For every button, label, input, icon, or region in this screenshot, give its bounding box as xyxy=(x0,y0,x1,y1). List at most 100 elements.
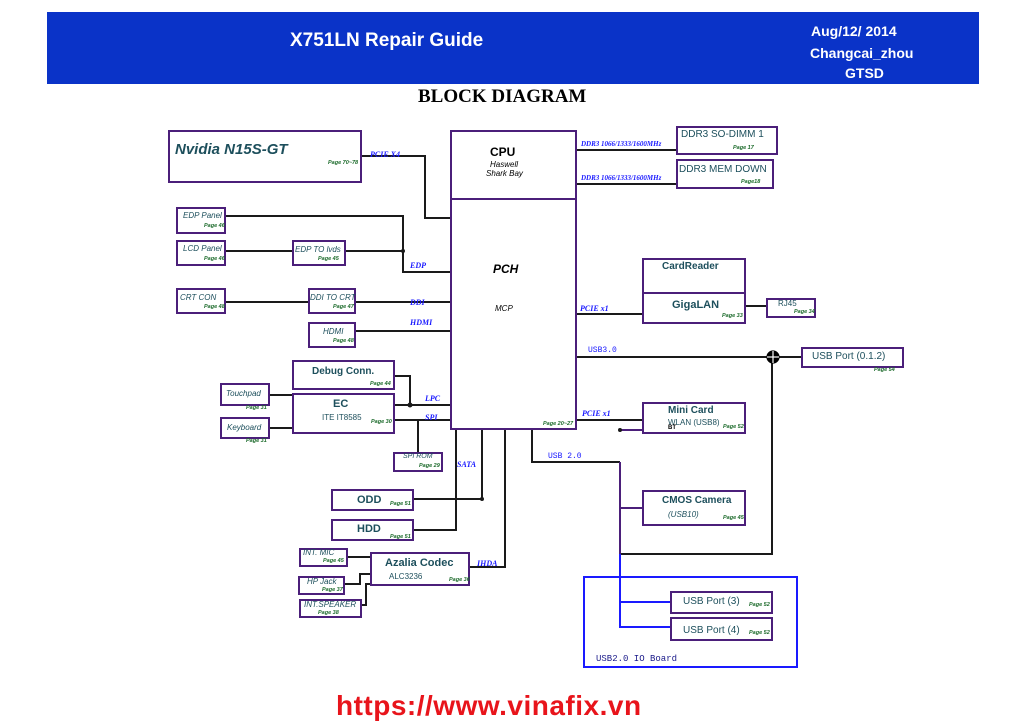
hdmi-page: Page 48 xyxy=(333,338,354,344)
lcd-panel-label: LCD Panel xyxy=(183,244,222,253)
debug-conn-label: Debug Conn. xyxy=(312,366,375,377)
usb-port-4-label: USB Port (4) xyxy=(683,625,740,636)
edp-to-lvds-label: EDP TO lvds xyxy=(295,245,341,254)
pch-block xyxy=(450,198,577,430)
hdd-block xyxy=(331,519,414,541)
header-title: X751LN Repair Guide xyxy=(290,30,484,51)
keyboard-label: Keyboard xyxy=(227,423,262,432)
edp-panel-block xyxy=(176,207,226,234)
keyboard-block xyxy=(220,417,270,439)
ec-sub: ITE IT8585 xyxy=(322,413,362,422)
ddr3-memdown-page: Page18 xyxy=(741,179,761,185)
crt-con-page: Page 48 xyxy=(204,304,225,310)
edp-to-lvds-page: Page 45 xyxy=(318,256,339,262)
touchpad-label: Touchpad xyxy=(226,389,261,398)
bus-lpc: LPC xyxy=(425,394,441,403)
crt-con-label: CRT CON xyxy=(180,293,217,302)
usb-port-012-page: Page 54 xyxy=(874,367,895,373)
bus-ddi: DDI xyxy=(410,298,425,307)
usb-port-012-block xyxy=(801,347,904,368)
header-author: Changcai_zhou xyxy=(810,45,914,61)
usb-port-3-page: Page 52 xyxy=(749,602,770,608)
int-mic-page: Page 45 xyxy=(323,558,344,564)
header-dept: GTSD xyxy=(845,65,884,81)
usb-port-012-label: USB Port (0.1.2) xyxy=(812,351,886,362)
cmos-camera-sub: (USB10) xyxy=(668,510,699,519)
mini-card-page: Page 52 xyxy=(723,424,744,430)
azalia-codec-page: Page 36 xyxy=(449,577,470,583)
ddr3-sodimm-label: DDR3 SO-DIMM 1 xyxy=(681,129,764,140)
mini-card-bt: BT xyxy=(668,425,676,431)
usb-port-4-block xyxy=(670,617,773,641)
mini-card-label: Mini Card xyxy=(668,405,714,416)
footer-url[interactable]: https://www.vinafix.vn xyxy=(336,690,642,721)
hdmi-block xyxy=(308,322,356,348)
gigalan-label: GigaLAN xyxy=(672,299,720,311)
ddr3-memdown-block xyxy=(676,159,774,189)
ec-page: Page 30 xyxy=(371,419,392,425)
int-mic-block xyxy=(299,548,348,567)
mini-card-block xyxy=(642,402,746,434)
lcd-panel-block xyxy=(176,240,226,266)
hp-jack-label: HP Jack xyxy=(307,577,337,586)
io-board-label: USB2.0 IO Board xyxy=(596,654,678,664)
ec-label: EC xyxy=(333,398,349,410)
azalia-codec-sub: ALC3236 xyxy=(389,572,423,581)
diagram-title: BLOCK DIAGRAM xyxy=(418,86,587,107)
mini-card-sub: WLAN (USB8) xyxy=(668,418,720,427)
bus-sata: SATA xyxy=(457,460,477,469)
usb-hub-junction xyxy=(766,350,780,364)
bus-hdmi: HDMI xyxy=(410,318,433,327)
ddr3-sodimm-block xyxy=(676,126,778,155)
debug-conn-block xyxy=(292,360,395,390)
pch-sub: MCP xyxy=(495,304,513,313)
hdd-label: HDD xyxy=(357,523,381,535)
pch-label: PCH xyxy=(493,262,519,276)
header-date: Aug/12/ 2014 xyxy=(811,23,897,39)
cmos-camera-label: CMOS Camera xyxy=(662,495,732,506)
cardreader-label: CardReader xyxy=(662,261,719,272)
edp-panel-page: Page 46 xyxy=(204,223,225,229)
usb-port-3-label: USB Port (3) xyxy=(683,596,740,607)
cpu-sub2: Shark Bay xyxy=(486,169,523,178)
ddi-to-crt-page: Page 47 xyxy=(333,304,354,310)
cmos-camera-page: Page 45 xyxy=(723,515,744,521)
cpu-sub1: Haswell xyxy=(490,160,519,169)
bus-pcie-x1-a: PCIE x1 xyxy=(580,304,609,313)
gigalan-page: Page 33 xyxy=(722,313,743,319)
ddr3-sodimm-page: Page 17 xyxy=(733,145,754,151)
rj45-page: Page 34 xyxy=(794,309,815,315)
debug-conn-page: Page 44 xyxy=(370,381,391,387)
bus-edp: EDP xyxy=(410,261,426,270)
azalia-codec-label: Azalia Codec xyxy=(385,557,454,569)
lcd-panel-page: Page 46 xyxy=(204,256,225,262)
spi-rom-page: Page 29 xyxy=(419,463,440,469)
ddi-to-crt-block xyxy=(308,288,356,314)
edp-to-lvds-block xyxy=(292,240,346,266)
int-speaker-page: Page 38 xyxy=(318,610,339,616)
pch-page: Page 20~27 xyxy=(543,421,574,427)
odd-block xyxy=(331,489,414,511)
hp-jack-page: Page 37 xyxy=(322,587,343,593)
bus-pcie-x1-b: PCIE x1 xyxy=(582,409,611,418)
bus-ddr3-b: DDR3 1066/1333/1600MHz xyxy=(581,174,662,182)
touchpad-block xyxy=(220,383,270,406)
bus-ddr3-a: DDR3 1066/1333/1600MHz xyxy=(581,140,662,148)
int-mic-label: INT. MIC xyxy=(303,548,335,557)
usb-port-4-page: Page 52 xyxy=(749,630,770,636)
rj45-label: RJ45 xyxy=(778,299,797,308)
bus-spi: SPI xyxy=(425,413,438,422)
edp-panel-label: EDP Panel xyxy=(183,211,222,220)
bus-usb2: USB 2.0 xyxy=(548,452,582,461)
header-banner xyxy=(47,12,979,84)
cmos-camera-block xyxy=(642,490,746,526)
rj45-block xyxy=(766,298,816,318)
int-speaker-block xyxy=(299,599,362,618)
usb-port-3-block xyxy=(670,591,773,614)
cpu-label: CPU xyxy=(490,145,516,159)
gpu-label: Nvidia N15S-GT xyxy=(175,141,288,158)
ec-block xyxy=(292,393,395,434)
crt-con-block xyxy=(176,288,226,314)
gigalan-block xyxy=(642,292,746,324)
